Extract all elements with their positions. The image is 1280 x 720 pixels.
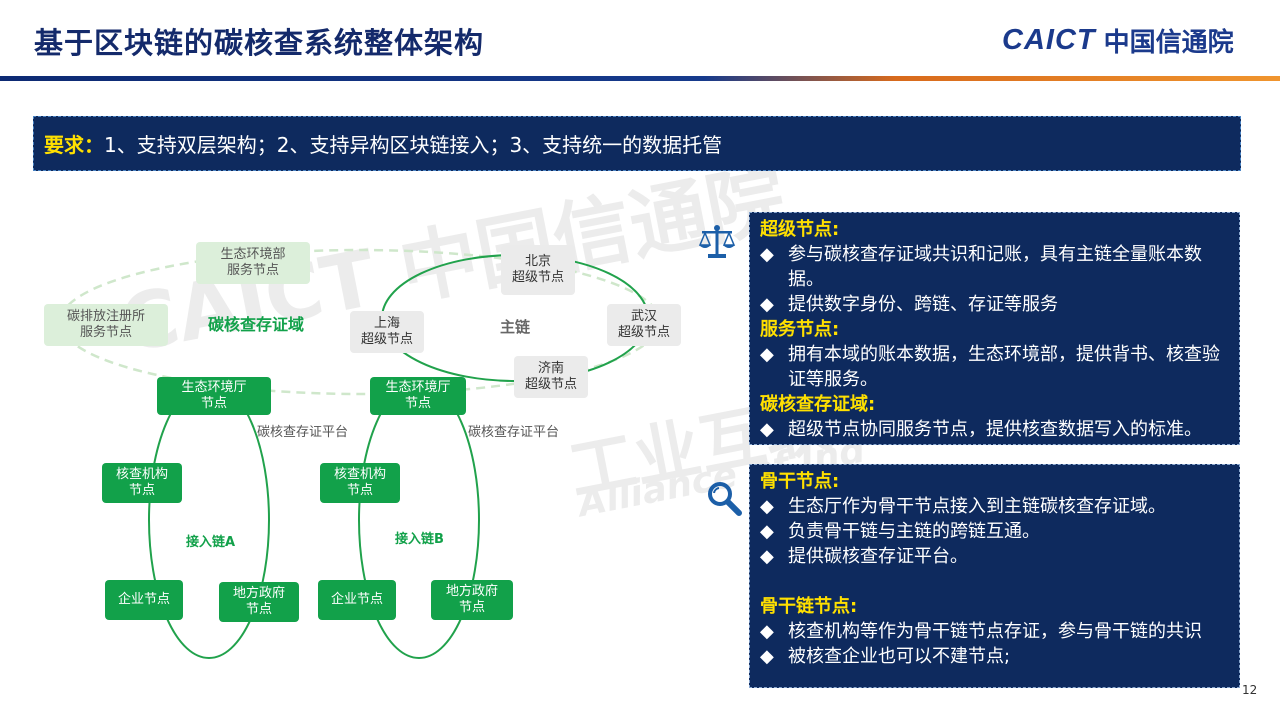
logo-text-en: CAICT xyxy=(1002,23,1096,56)
domain-label: 碳核查存证域 xyxy=(208,315,305,334)
diamond-bullet-icon: ◆ xyxy=(760,344,774,365)
chain-a-platform-label: 碳核查存证平台 xyxy=(257,425,349,440)
chain-a-label: 接入链A xyxy=(186,535,236,550)
super-node-wuhan: 武汉 超级节点 xyxy=(607,304,681,346)
panel-bullet-item: ◆ 被核查企业也可以不建节点; xyxy=(760,644,1229,669)
panel-bullet-item: ◆ 提供碳核查存证平台。 xyxy=(760,544,1229,569)
requirement-banner: 要求： 1、支持双层架构；2、支持异构区块链接入；3、支持统一的数据托管 xyxy=(33,116,1241,171)
section-spacer xyxy=(760,569,1229,594)
panel-bullet-item: ◆ 生态厅作为骨干节点接入到主链碳核查存证域。 xyxy=(760,494,1229,519)
panel-bullet-text: 被核查企业也可以不建节点; xyxy=(788,646,1011,667)
service-node-registry: 碳排放注册所 服务节点 xyxy=(44,304,168,346)
panel-bullet-item: ◆ 核查机构等作为骨干链节点存证，参与骨干链的共识 xyxy=(760,619,1229,644)
magnifier-icon xyxy=(708,482,742,516)
scales-icon xyxy=(698,225,736,258)
panel-section-heading: 服务节点: xyxy=(760,319,840,340)
header-divider xyxy=(0,76,1280,81)
panel-section-heading: 骨干节点: xyxy=(760,471,840,492)
panel-backbone-roles: 骨干节点: ◆ 生态厅作为骨干节点接入到主链碳核查存证域。 ◆ 负责骨干链与主链的跨链互… xyxy=(749,464,1240,688)
diamond-bullet-icon: ◆ xyxy=(760,496,774,517)
chain-b-platform-label: 碳核查存证平台 xyxy=(468,425,560,440)
diamond-bullet-icon: ◆ xyxy=(760,521,774,542)
main-chain-label: 主链 xyxy=(500,318,531,336)
chain-a-verifier-node: 核查机构 节点 xyxy=(102,463,182,503)
chain-a-env-dept-node: 生态环境厅 节点 xyxy=(157,377,271,415)
page-number: 12 xyxy=(1242,683,1258,697)
chain-b-enterprise-node: 企业节点 xyxy=(318,580,396,620)
panel-bullet-item: ◆ 提供数字身份、跨链、存证等服务 xyxy=(760,292,1229,317)
chain-b-label: 接入链B xyxy=(395,532,444,547)
panel-section-heading: 碳核查存证域: xyxy=(760,394,876,415)
diamond-bullet-icon: ◆ xyxy=(760,294,774,315)
panel-bullet-text: 核查机构等作为骨干链节点存证，参与骨干链的共识 xyxy=(788,621,1202,642)
chain-b-local-gov-node: 地方政府 节点 xyxy=(431,580,513,620)
chain-b-env-dept-node: 生态环境厅 节点 xyxy=(370,377,466,415)
panel-bullet-text: 提供碳核查存证平台。 xyxy=(788,546,968,567)
diamond-bullet-icon: ◆ xyxy=(760,621,774,642)
service-node-moee: 生态环境部 服务节点 xyxy=(196,242,310,284)
diamond-bullet-icon: ◆ xyxy=(760,419,774,440)
panel-bullet-text: 生态厅作为骨干节点接入到主链碳核查存证域。 xyxy=(788,496,1166,517)
panel-bullet-item: ◆ 负责骨干链与主链的跨链互通。 xyxy=(760,519,1229,544)
panel-bullet-text: 拥有本域的账本数据，生态环境部，提供背书、核查验证等服务。 xyxy=(788,344,1220,390)
chain-b-verifier-node: 核查机构 节点 xyxy=(320,463,400,503)
diamond-bullet-icon: ◆ xyxy=(760,646,774,667)
panel-bullet-text: 负责骨干链与主链的跨链互通。 xyxy=(788,521,1040,542)
super-node-jinan: 济南 超级节点 xyxy=(514,356,588,398)
panel-section-heading: 超级节点: xyxy=(760,219,840,240)
panel-bullet-text: 超级节点协同服务节点，提供核查数据写入的标准。 xyxy=(788,419,1202,440)
panel-section-heading: 骨干链节点: xyxy=(760,596,858,617)
diamond-bullet-icon: ◆ xyxy=(760,244,774,265)
caict-logo: CAICT 中国信通院 xyxy=(1002,22,1234,58)
super-node-beijing: 北京 超级节点 xyxy=(501,245,575,295)
logo-text-cn: 中国信通院 xyxy=(1103,27,1234,58)
requirement-label: 要求： xyxy=(44,133,104,157)
diamond-bullet-icon: ◆ xyxy=(760,546,774,567)
chain-a-enterprise-node: 企业节点 xyxy=(105,580,183,620)
panel-bullet-text: 参与碳核查存证域共识和记账，具有主链全量账本数据。 xyxy=(788,244,1202,290)
chain-a-local-gov-node: 地方政府 节点 xyxy=(219,582,299,622)
panel-bullet-text: 提供数字身份、跨链、存证等服务 xyxy=(788,294,1058,315)
super-node-shanghai: 上海 超级节点 xyxy=(350,311,424,353)
page-title: 基于区块链的碳核查系统整体架构 xyxy=(34,26,485,60)
panel-node-roles: 超级节点: ◆ 参与碳核查存证域共识和记账，具有主链全量账本数据。 ◆ 提供数字身份、跨… xyxy=(749,212,1240,445)
panel-bullet-item: ◆ 超级节点协同服务节点，提供核查数据写入的标准。 xyxy=(760,417,1229,442)
panel-bullet-item: ◆ 参与碳核查存证域共识和记账，具有主链全量账本数据。 xyxy=(760,242,1229,292)
panel-bullet-item: ◆ 拥有本域的账本数据，生态环境部，提供背书、核查验证等服务。 xyxy=(760,342,1229,392)
requirement-text: 1、支持双层架构；2、支持异构区块链接入；3、支持统一的数据托管 xyxy=(104,133,723,157)
